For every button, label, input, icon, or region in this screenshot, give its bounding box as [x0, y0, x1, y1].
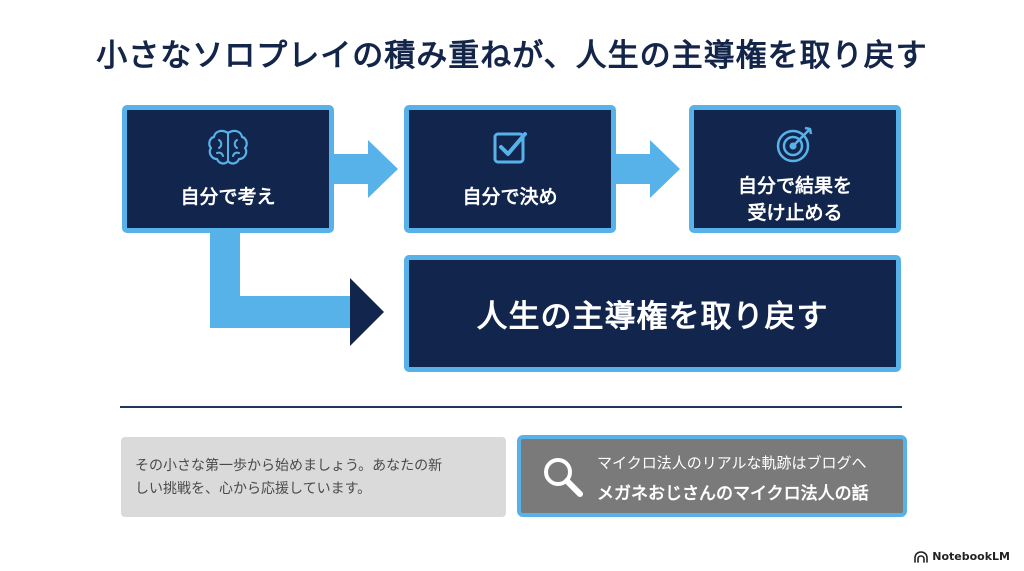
notebooklm-icon	[914, 550, 929, 563]
notebooklm-logo: NotebookLM	[914, 550, 1010, 563]
step-accept-label-line2: 受け止める	[747, 202, 843, 224]
encouragement-note: その小さな第一歩から始めましょう。あなたの新 しい挑戦を、心から応援しています。	[121, 437, 506, 517]
blog-link-title: メガネおじさんのマイクロ法人の話	[597, 484, 869, 504]
note-line-2: しい挑戦を、心から応援しています。	[135, 481, 372, 497]
blog-link-button[interactable]: マイクロ法人のリアルな軌跡はブログへ メガネおじさんのマイクロ法人の話	[517, 435, 907, 517]
step-think-box: 自分で考え	[122, 105, 334, 233]
step-think-label: 自分で考え	[180, 186, 276, 208]
arrow-step1-to-step2	[332, 140, 398, 198]
blog-link-subtitle: マイクロ法人のリアルな軌跡はブログへ	[597, 454, 867, 472]
arrow-step2-to-step3	[614, 140, 680, 198]
brain-icon	[127, 128, 329, 166]
note-line-1: その小さな第一歩から始めましょう。あなたの新	[135, 458, 443, 474]
target-icon	[694, 124, 896, 164]
brand-name: NotebookLM	[932, 550, 1010, 563]
step-accept-label-line1: 自分で結果を	[737, 175, 852, 197]
goal-label: 人生の主導権を取り戻す	[476, 299, 829, 335]
page-title: 小さなソロプレイの積み重ねが、人生の主導権を取り戻す	[96, 38, 928, 74]
arrow-step1-to-goal-head	[350, 278, 384, 346]
divider	[120, 406, 902, 408]
search-icon	[541, 455, 585, 503]
step-accept-box: 自分で結果を 受け止める	[689, 105, 901, 233]
step-decide-box: 自分で決め	[404, 105, 616, 233]
goal-box: 人生の主導権を取り戻す	[404, 255, 901, 372]
step-decide-label: 自分で決め	[462, 186, 558, 208]
checkbox-icon	[409, 128, 611, 166]
arrow-step1-to-goal-line	[210, 230, 352, 328]
